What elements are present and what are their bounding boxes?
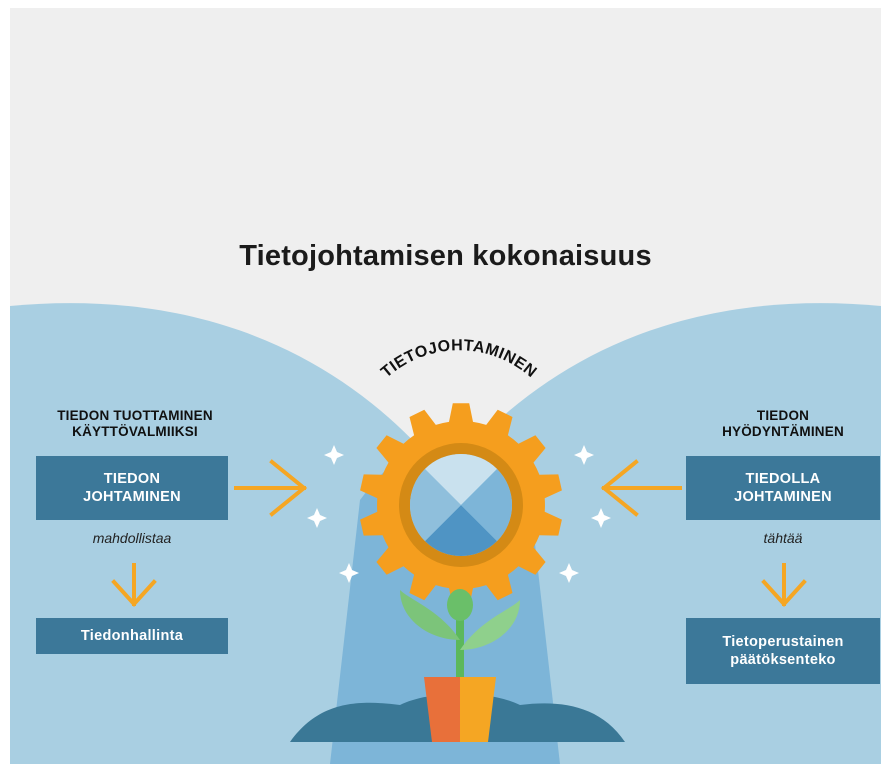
left-heading-line1: TIEDON TUOTTAMINEN [57, 408, 213, 423]
right-result-line2: päätöksenteko [730, 652, 836, 668]
left-verb: mahdollistaa [92, 530, 172, 546]
plant-pot [424, 677, 496, 742]
diagram-title: Tietojohtamisen kokonaisuus [239, 240, 652, 272]
left-box-line1: TIEDON [103, 471, 161, 487]
left-heading: TIEDON TUOTTAMINEN KÄYTTÖVALMIIKSI [20, 408, 250, 440]
right-box-line2: JOHTAMINEN [734, 489, 832, 505]
right-main-box: TIEDOLLA JOHTAMINEN [686, 456, 880, 520]
right-heading-line1: TIEDON [756, 408, 810, 423]
gear-icon [360, 403, 562, 607]
sparkle-icon [307, 445, 611, 583]
left-result-box: Tiedonhallinta [36, 618, 228, 654]
arrow-left-icon [600, 459, 682, 517]
arrow-down-icon [111, 563, 157, 607]
right-verb: tähtää [763, 530, 803, 546]
right-box-line1: TIEDOLLA [745, 471, 821, 487]
left-box-line2: JOHTAMINEN [83, 489, 181, 505]
left-main-box: TIEDON JOHTAMINEN [36, 456, 228, 520]
right-result-line1: Tietoperustainen [722, 634, 844, 650]
left-heading-line2: KÄYTTÖVALMIIKSI [72, 424, 198, 439]
right-heading-line2: HYÖDYNTÄMINEN [722, 424, 844, 439]
plant-icon [400, 589, 520, 680]
right-result-box: Tietoperustainen päätöksenteko [686, 618, 880, 684]
right-heading: TIEDON HYÖDYNTÄMINEN [668, 408, 891, 440]
arrow-right-icon [234, 459, 308, 517]
arrow-down-icon [761, 563, 807, 607]
